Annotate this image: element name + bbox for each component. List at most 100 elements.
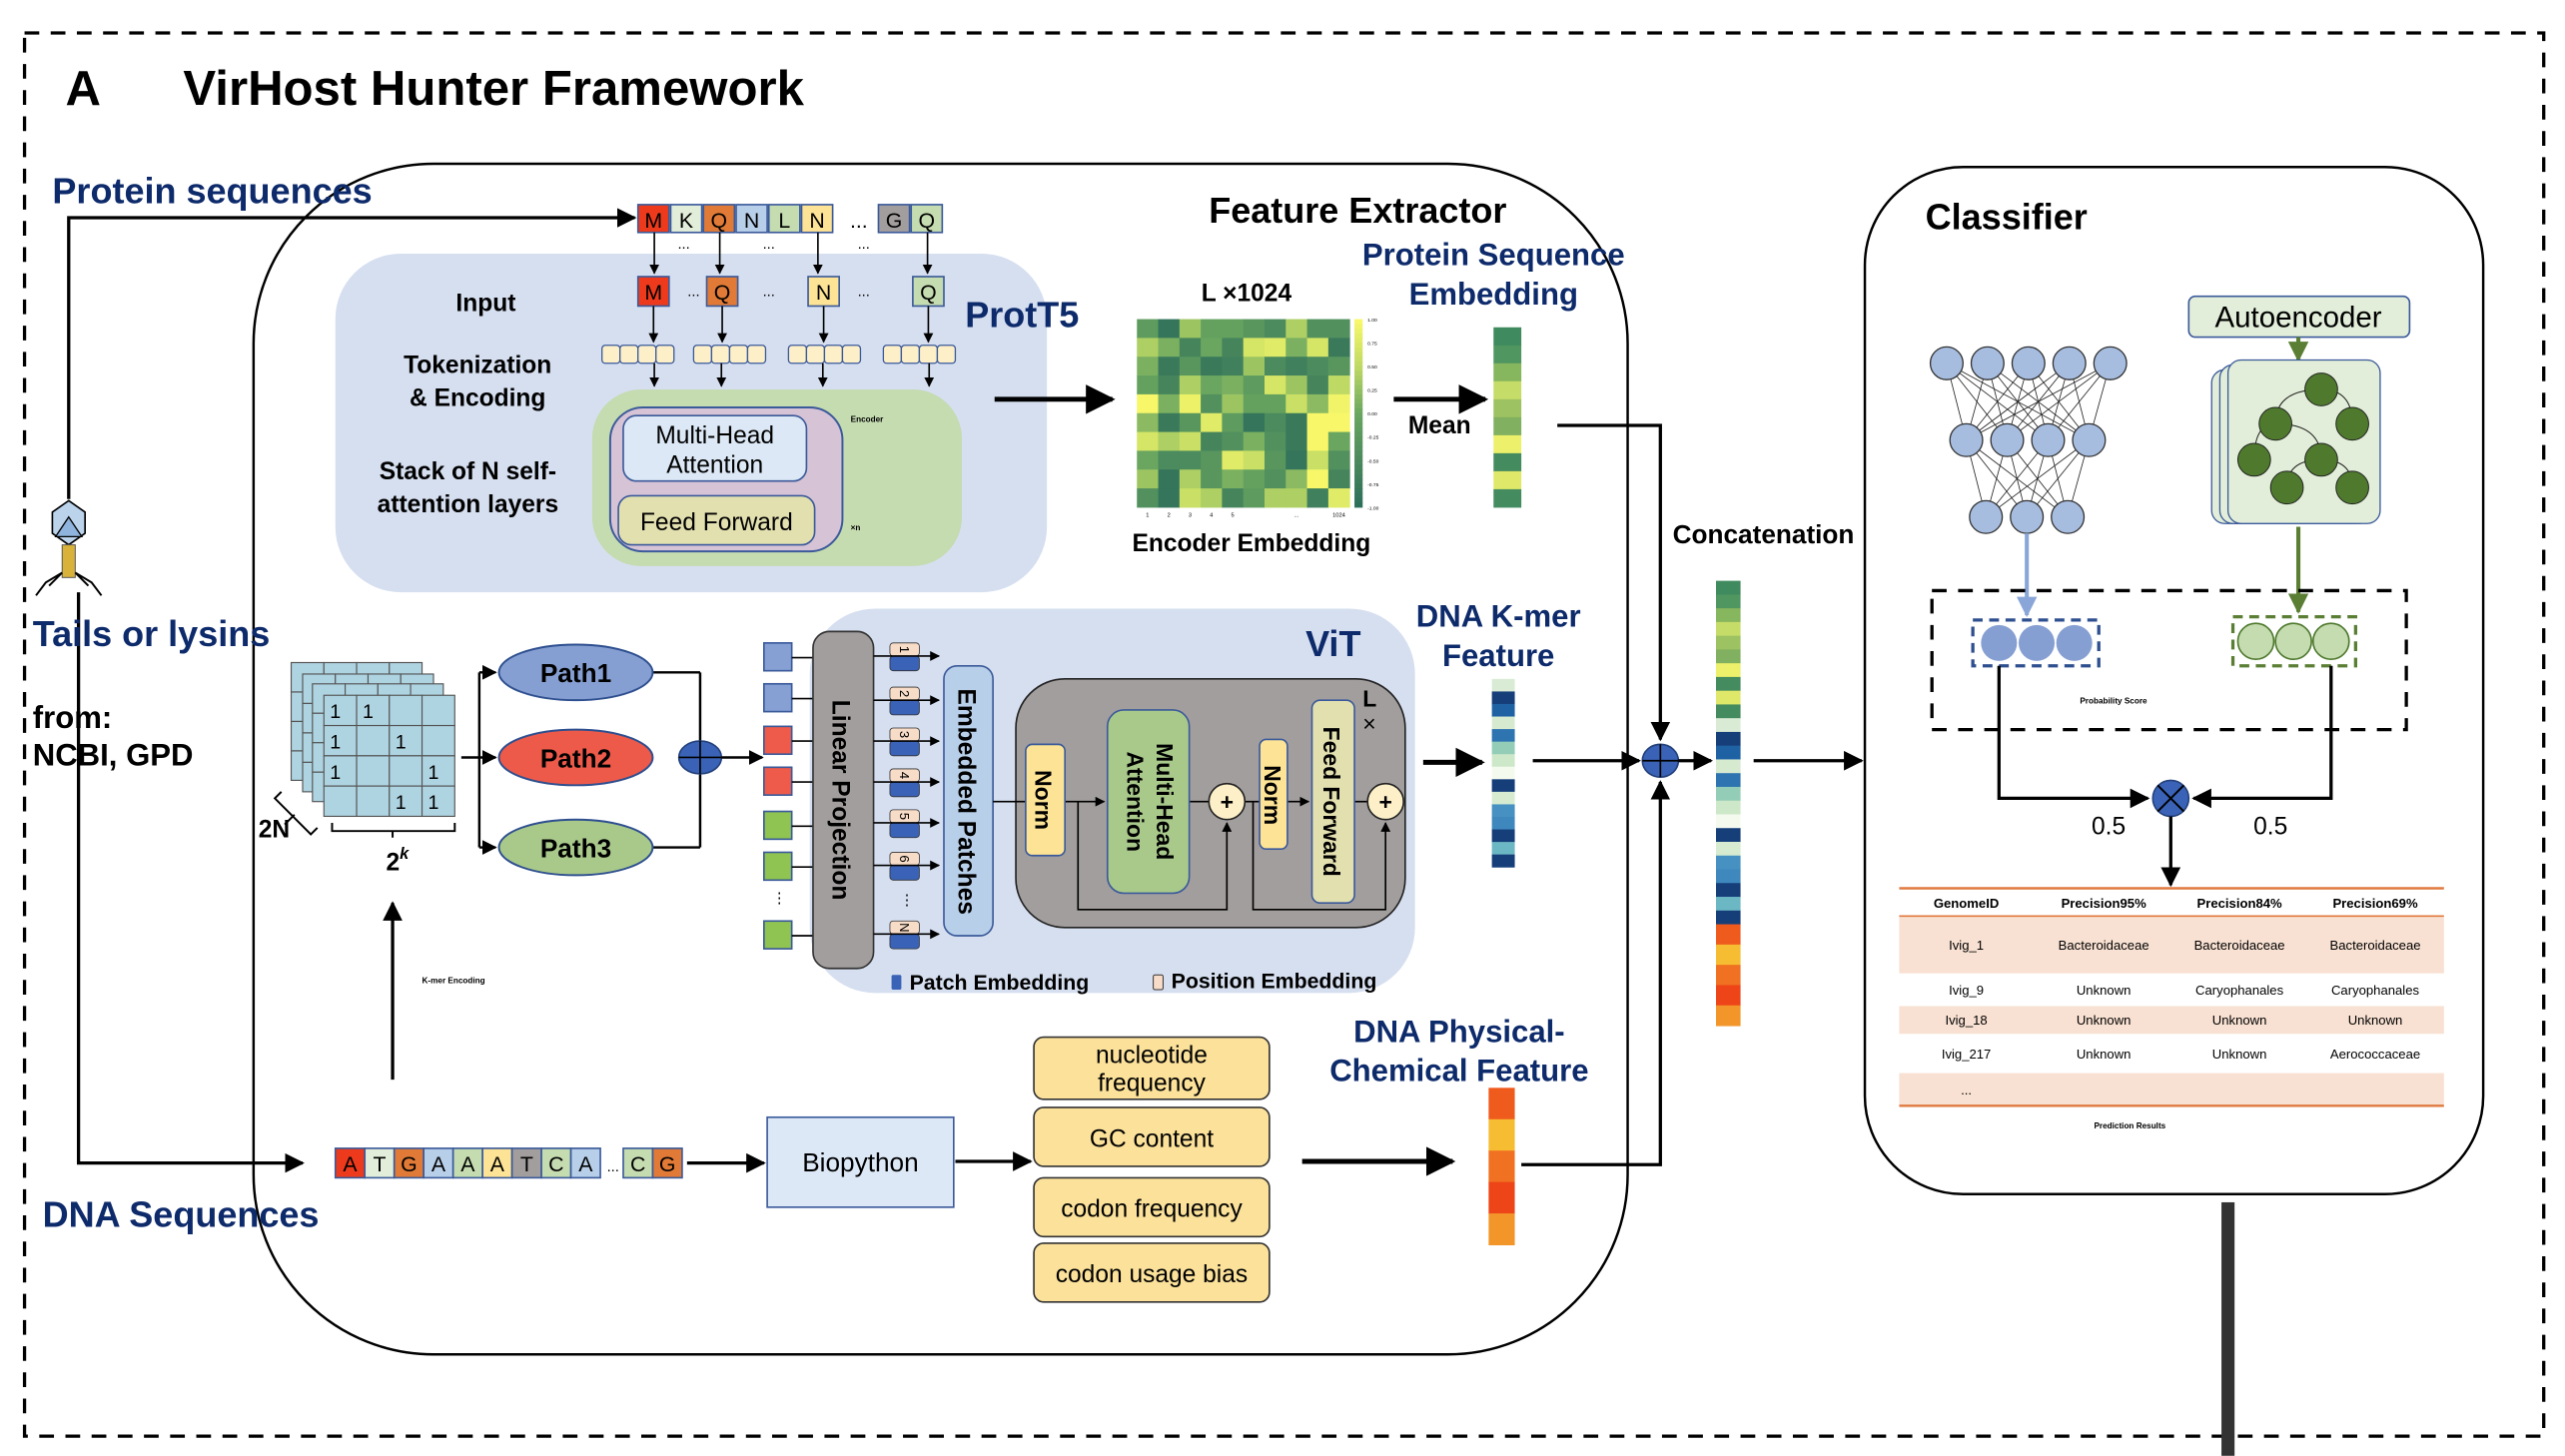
neuron xyxy=(2010,499,2045,534)
table-header: GenomeID xyxy=(1934,896,1999,911)
mean-label: Mean xyxy=(1408,412,1471,439)
add-1-icon xyxy=(1208,782,1247,821)
times-n-label: ×n xyxy=(851,523,861,532)
grid-value: 1 xyxy=(396,731,407,753)
feature-cell xyxy=(1716,924,1741,946)
ae-node xyxy=(2335,470,2369,505)
grid-cell xyxy=(323,785,358,818)
input-label: Input xyxy=(455,290,515,317)
classifier-frame xyxy=(1863,166,2485,1195)
nucleotide: T xyxy=(510,1147,542,1179)
svg-text:N: N xyxy=(809,209,824,233)
svg-text:Q: Q xyxy=(714,281,731,305)
from-label: from: xyxy=(33,700,113,735)
feature-cell xyxy=(1716,910,1741,926)
prott5-mha-label-1: Multi-Head xyxy=(655,422,774,449)
feature-cell xyxy=(1716,800,1741,815)
heatmap-cell xyxy=(1306,338,1329,358)
stack-label-2: attention layers xyxy=(378,491,558,518)
heatmap-cell xyxy=(1179,375,1202,395)
svg-text:N: N xyxy=(816,281,831,305)
svg-text:C: C xyxy=(630,1152,645,1176)
x-tick: 1024 xyxy=(1332,513,1346,519)
residual-1 xyxy=(1077,801,1233,911)
patch xyxy=(763,725,813,756)
heatmap-cell xyxy=(1243,375,1266,395)
ellipsis: ... xyxy=(607,1159,619,1175)
svg-text:nucleotide: nucleotide xyxy=(1096,1043,1208,1070)
feature-cell xyxy=(1716,1005,1741,1027)
heatmap-cell xyxy=(1264,319,1286,339)
heatmap-cell xyxy=(1222,469,1245,489)
ae-node xyxy=(2304,372,2338,406)
feature-cell xyxy=(1491,829,1515,843)
residue: L xyxy=(767,204,801,234)
encoder-label: Encoder xyxy=(851,415,885,424)
svg-text:A: A xyxy=(490,1152,505,1176)
grid-cell xyxy=(389,694,424,727)
probability-score-box xyxy=(1930,588,2408,732)
feature-cell xyxy=(1493,470,1522,490)
heatmap-cell xyxy=(1201,357,1223,376)
grid-value: 1 xyxy=(396,792,407,814)
feature-cell xyxy=(1493,434,1522,454)
path-merge-icon xyxy=(677,740,723,775)
heatmap-cell xyxy=(1158,488,1181,508)
svg-text:G: G xyxy=(659,1152,676,1176)
feature-cell xyxy=(1491,678,1515,692)
heatmap-cell xyxy=(1327,393,1350,414)
tails-or-lysins-label: Tails or lysins xyxy=(33,613,271,654)
heatmap-dims-label: L ×1024 xyxy=(1202,281,1292,308)
grid-cell xyxy=(421,755,455,787)
patch xyxy=(763,920,813,950)
dna-sequences-label: DNA Sequences xyxy=(43,1194,320,1235)
table-header: Precision84% xyxy=(2197,896,2283,911)
protein-embedding-label-2: Embedding xyxy=(1409,277,1578,312)
heatmap-cell xyxy=(1158,469,1181,489)
heatmap-cell xyxy=(1179,488,1202,508)
heatmap-cell xyxy=(1243,412,1266,433)
patch-token: 6 xyxy=(873,852,941,881)
feature-cell xyxy=(1716,841,1741,857)
grid-value: 1 xyxy=(330,731,341,753)
token: M xyxy=(636,232,670,344)
heatmap-cell xyxy=(1222,393,1245,414)
svg-text:T: T xyxy=(520,1152,533,1176)
colorbar-tick: 1.00 xyxy=(1367,318,1377,324)
kmer-encoding-label: K-mer Encoding xyxy=(423,976,485,985)
svg-text:M: M xyxy=(644,281,662,305)
physchem-feature-vector xyxy=(1488,1088,1515,1246)
svg-text:Q: Q xyxy=(919,209,936,233)
feature-cell xyxy=(1716,985,1741,1007)
grid-cell xyxy=(421,785,455,818)
ae-node xyxy=(2335,406,2369,441)
residue: M xyxy=(636,204,670,234)
grid-value: 1 xyxy=(330,701,341,723)
heatmap-cell xyxy=(1327,319,1350,339)
vit-ff-box xyxy=(1310,699,1355,905)
path-1: Path1 xyxy=(478,643,654,702)
feature-cell xyxy=(1488,1213,1515,1246)
heatmap-cell xyxy=(1222,338,1245,358)
neuron xyxy=(1990,422,2025,457)
times-label: × xyxy=(1362,710,1375,736)
residue: K xyxy=(669,204,703,234)
heatmap-cell xyxy=(1222,319,1245,339)
table-cell: Unknown xyxy=(2212,1047,2267,1062)
heatmap-cell xyxy=(1243,338,1266,358)
prott5-ff-box xyxy=(617,494,816,546)
patch-token: 5 xyxy=(873,809,941,839)
concat-icon xyxy=(1641,743,1680,778)
neural-network-icon xyxy=(1929,346,2128,534)
physchem-to-concat-line xyxy=(1521,780,1671,1166)
vit-mha-label-2: Attention xyxy=(1122,751,1148,852)
table-cell: Ivig_1 xyxy=(1949,938,1984,953)
heatmap-cell xyxy=(1306,469,1329,489)
colorbar-tick: -0.75 xyxy=(1367,482,1378,488)
table-cell: Unknown xyxy=(2077,1047,2132,1062)
prott5-label: ProtT5 xyxy=(965,295,1079,336)
heatmap-cell xyxy=(1285,431,1308,451)
